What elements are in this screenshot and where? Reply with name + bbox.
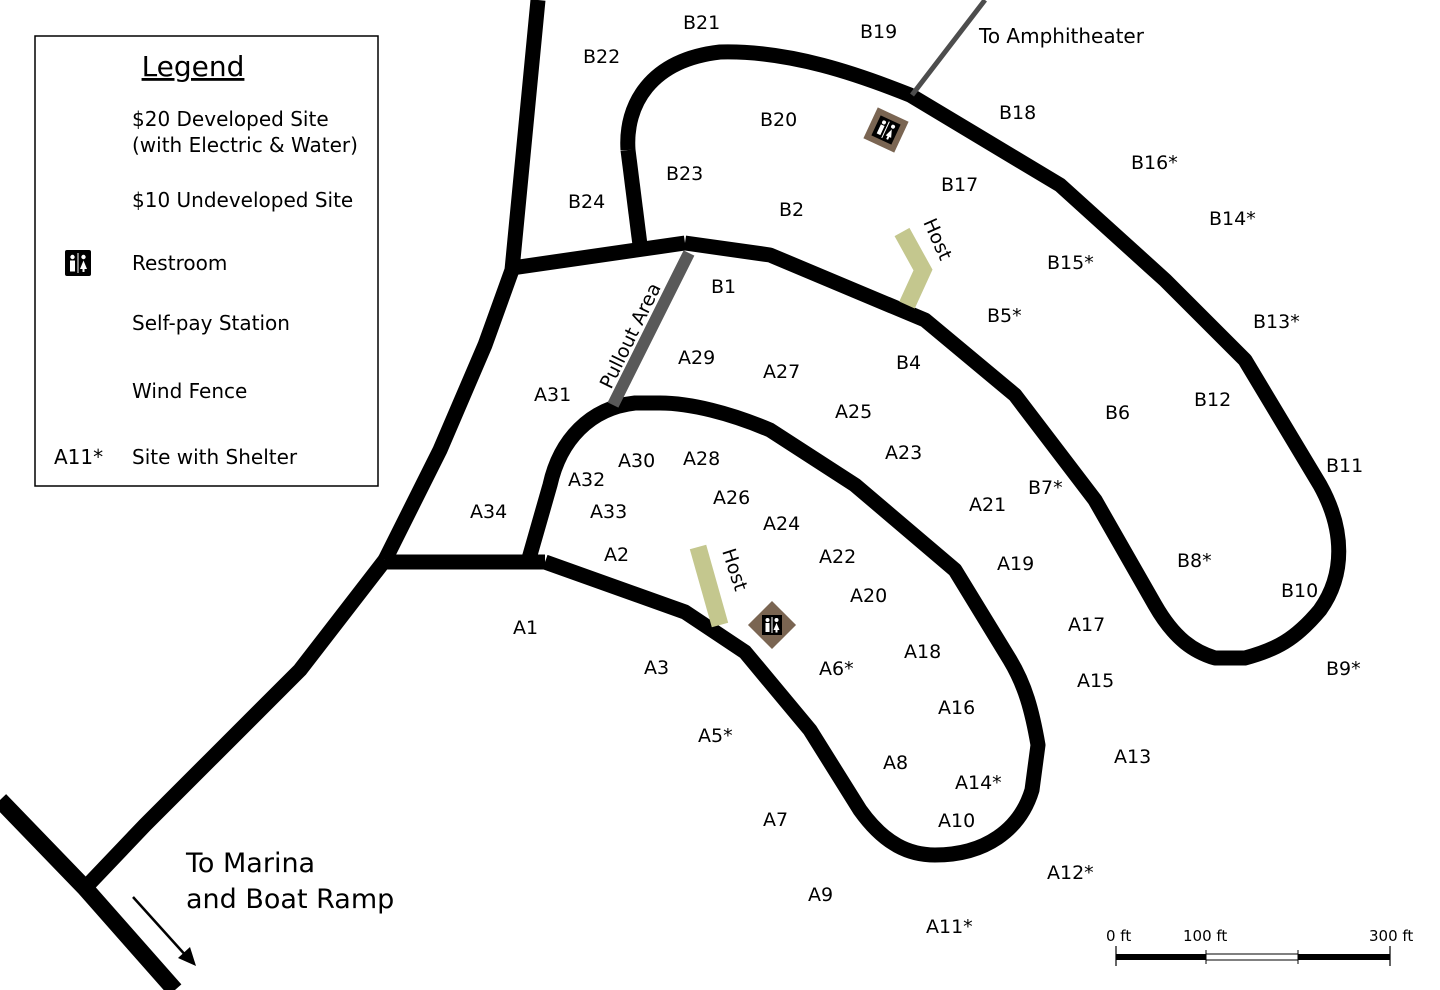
site-label[interactable]: A18 bbox=[904, 641, 941, 663]
site-label[interactable]: B18 bbox=[999, 102, 1036, 124]
site-label[interactable]: A3 bbox=[644, 657, 669, 679]
site-label[interactable]: A7 bbox=[763, 809, 788, 831]
legend-title: Legend bbox=[142, 50, 245, 83]
site-label[interactable]: A23 bbox=[885, 442, 922, 464]
amphitheater-trail bbox=[910, 0, 987, 97]
site-label[interactable]: A15 bbox=[1077, 670, 1114, 692]
b-loop-spur bbox=[620, 149, 648, 246]
site-label[interactable]: A25 bbox=[835, 401, 872, 423]
legend-undeveloped: $10 Undeveloped Site bbox=[132, 188, 353, 212]
site-label[interactable]: A31 bbox=[534, 384, 571, 406]
site-label[interactable]: B4 bbox=[896, 352, 921, 374]
site-label[interactable]: A16 bbox=[938, 697, 975, 719]
restroom-b[interactable] bbox=[863, 107, 909, 153]
legend-restroom: Restroom bbox=[132, 251, 227, 275]
site-label[interactable]: B15* bbox=[1047, 252, 1094, 274]
site-label[interactable]: A29 bbox=[678, 347, 715, 369]
legend-box bbox=[34, 35, 379, 487]
main-road-north bbox=[378, 0, 546, 564]
pullout-area bbox=[607, 250, 695, 408]
site-label[interactable]: A33 bbox=[590, 501, 627, 523]
site-label[interactable]: A12* bbox=[1047, 862, 1094, 884]
arrow-icon bbox=[132, 896, 196, 966]
site-label[interactable]: A1 bbox=[513, 617, 538, 639]
legend-shelter: Site with Shelter bbox=[132, 445, 298, 469]
site-label[interactable]: A10 bbox=[938, 810, 975, 832]
site-label[interactable]: B1 bbox=[711, 276, 736, 298]
legend-developed-line2: (with Electric & Water) bbox=[132, 133, 358, 157]
site-label[interactable]: A22 bbox=[819, 546, 856, 568]
legend-selfpay: Self-pay Station bbox=[132, 311, 290, 335]
site-labels: B21 B19 B22 B20 B18 B16* B23 B17 B24 B2 … bbox=[470, 12, 1363, 938]
site-label[interactable]: A21 bbox=[969, 494, 1006, 516]
restroom-icon bbox=[65, 250, 91, 276]
host-label-a: Host bbox=[717, 546, 751, 594]
site-label[interactable]: B10 bbox=[1281, 580, 1318, 602]
site-label[interactable]: B12 bbox=[1194, 389, 1231, 411]
scale-tick-0: 0 ft bbox=[1106, 927, 1131, 945]
site-label[interactable]: B23 bbox=[666, 163, 703, 185]
connector-north bbox=[510, 235, 687, 276]
site-label[interactable]: A26 bbox=[713, 487, 750, 509]
scale-tick-300: 300 ft bbox=[1369, 927, 1413, 945]
site-label[interactable]: B14* bbox=[1209, 208, 1256, 230]
site-label[interactable]: A13 bbox=[1114, 746, 1151, 768]
site-label[interactable]: B2 bbox=[779, 199, 804, 221]
legend-wind-fence: Wind Fence bbox=[132, 379, 247, 403]
site-label[interactable]: B8* bbox=[1177, 550, 1212, 572]
site-label[interactable]: A32 bbox=[568, 469, 605, 491]
marina-label-line1: To Marina bbox=[185, 848, 315, 879]
legend-shelter-sample: A11* bbox=[54, 445, 103, 469]
site-label[interactable]: B9* bbox=[1326, 658, 1361, 680]
site-label[interactable]: A17 bbox=[1068, 614, 1105, 636]
restroom-a[interactable] bbox=[747, 600, 797, 650]
host-fence-a bbox=[689, 544, 729, 628]
site-label[interactable]: A2 bbox=[604, 544, 629, 566]
host-fence-b bbox=[894, 227, 933, 309]
b-loop-outer bbox=[620, 44, 1347, 666]
site-label[interactable]: B24 bbox=[568, 191, 605, 213]
amphitheater-label: To Amphitheater bbox=[978, 24, 1145, 48]
main-road-south bbox=[79, 555, 391, 894]
site-label[interactable]: A30 bbox=[618, 450, 655, 472]
site-label[interactable]: A6* bbox=[819, 658, 854, 680]
site-label[interactable]: B17 bbox=[941, 174, 978, 196]
site-label[interactable]: A27 bbox=[763, 361, 800, 383]
scale-tick-100: 100 ft bbox=[1183, 927, 1227, 945]
site-label[interactable]: A20 bbox=[850, 585, 887, 607]
site-label[interactable]: B20 bbox=[760, 109, 797, 131]
site-label[interactable]: B16* bbox=[1131, 152, 1178, 174]
site-label[interactable]: B6 bbox=[1105, 402, 1130, 424]
site-label[interactable]: A14* bbox=[955, 772, 1002, 794]
site-label[interactable]: B22 bbox=[583, 46, 620, 68]
site-label[interactable]: B13* bbox=[1253, 311, 1300, 333]
site-label[interactable]: A34 bbox=[470, 501, 507, 523]
site-label[interactable]: A19 bbox=[997, 553, 1034, 575]
site-label[interactable]: B19 bbox=[860, 21, 897, 43]
marina-label-line2: and Boat Ramp bbox=[186, 884, 394, 915]
site-label[interactable]: B5* bbox=[987, 305, 1022, 327]
site-label[interactable]: B21 bbox=[683, 12, 720, 34]
site-label[interactable]: B11 bbox=[1326, 455, 1363, 477]
site-label[interactable]: A11* bbox=[926, 916, 973, 938]
site-label[interactable]: B7* bbox=[1028, 477, 1063, 499]
site-label[interactable]: A5* bbox=[698, 725, 733, 747]
marina-road bbox=[0, 794, 182, 990]
site-label[interactable]: A9 bbox=[808, 884, 833, 906]
site-label[interactable]: A28 bbox=[683, 448, 720, 470]
scale-bar: 0 ft 100 ft 300 ft bbox=[1106, 927, 1413, 966]
site-label[interactable]: A24 bbox=[763, 513, 800, 535]
site-label[interactable]: A8 bbox=[883, 752, 908, 774]
legend-developed-line1: $20 Developed Site bbox=[132, 107, 329, 131]
legend: Legend $20 Developed Site (with Electric… bbox=[34, 35, 379, 487]
